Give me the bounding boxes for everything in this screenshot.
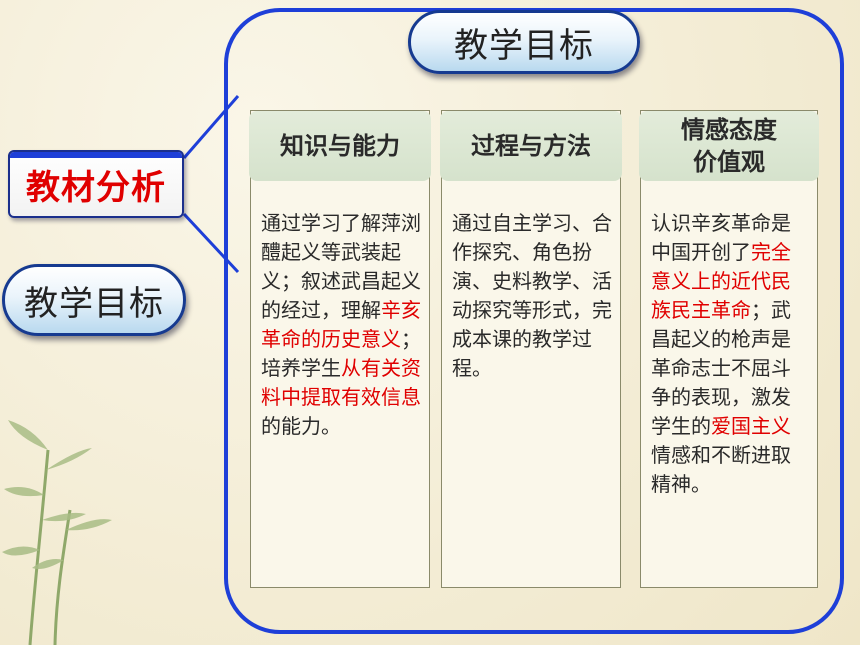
column-heading-text: 知识与能力	[280, 132, 400, 160]
column-heading-text: 情感态度 价值观	[681, 114, 777, 178]
body-text: 通过学习了解萍浏醴起义等武装起义；	[261, 211, 421, 293]
tab-label: 教学目标	[24, 283, 164, 324]
column-body: 通过自主学习、合作探究、角色扮演、史料教学、活动探究等形式，完成本课的教学过程。	[452, 209, 612, 383]
column-body: 通过学习了解萍浏醴起义等武装起义；叙述武昌起义的经过，理解辛亥革命的历史意义； 培…	[261, 209, 421, 441]
highlight-text: 完全意义上的近代民族民主革命	[651, 240, 791, 322]
heading-line: 价值观	[693, 148, 765, 176]
body-text: ；	[401, 327, 421, 351]
column-body: 认识辛亥革命是中国开创了完全意义上的近代民族民主革命；武昌起义的枪声是革命志士不…	[651, 209, 809, 499]
body-text: 培养学生	[261, 356, 341, 380]
tab-label: 教材分析	[26, 167, 166, 208]
column-heading-text: 过程与方法	[471, 132, 591, 160]
body-text: 的能力。	[261, 414, 341, 438]
highlight-text: 爱国主义	[711, 414, 791, 438]
tab-teaching-goals[interactable]: 教学目标	[2, 264, 186, 336]
body-text: 通过自主学习、合作探究、角色扮演、史料教学、活动探究等形式，完成本课的教学过程。	[452, 211, 612, 380]
column-knowledge-ability: 知识与能力 通过学习了解萍浏醴起义等武装起义；叙述武昌起义的经过，理解辛亥革命的…	[249, 110, 431, 588]
body-text: ；	[751, 298, 771, 322]
page-title: 教学目标	[454, 25, 594, 66]
column-heading: 过程与方法	[440, 111, 622, 181]
column-heading: 知识与能力	[249, 111, 431, 181]
tab-textbook-analysis[interactable]: 教材分析	[8, 150, 184, 218]
highlight-text: 辛亥革命的历史意义	[261, 298, 421, 351]
body-text: 叙述武昌起义的经过，理解	[261, 269, 421, 322]
column-emotion-values: 情感态度 价值观 认识辛亥革命是中国开创了完全意义上的近代民族民主革命；武昌起义…	[639, 110, 819, 588]
column-heading: 情感态度 价值观	[639, 111, 819, 181]
body-text: 情感和不断进取精神。	[651, 443, 791, 496]
bamboo-decoration	[2, 420, 112, 645]
highlight-text: 从有关资料中提取有效信息	[261, 356, 421, 409]
column-process-method: 过程与方法 通过自主学习、合作探究、角色扮演、史料教学、活动探究等形式，完成本课…	[440, 110, 622, 588]
heading-line: 情感态度	[681, 116, 777, 144]
body-text: 武昌起义的枪声是革命志士不屈斗争的表现，激发学生的	[651, 298, 791, 438]
title-pill: 教学目标	[408, 10, 640, 74]
body-text: 认识辛亥革命是中国开创了	[651, 211, 791, 264]
